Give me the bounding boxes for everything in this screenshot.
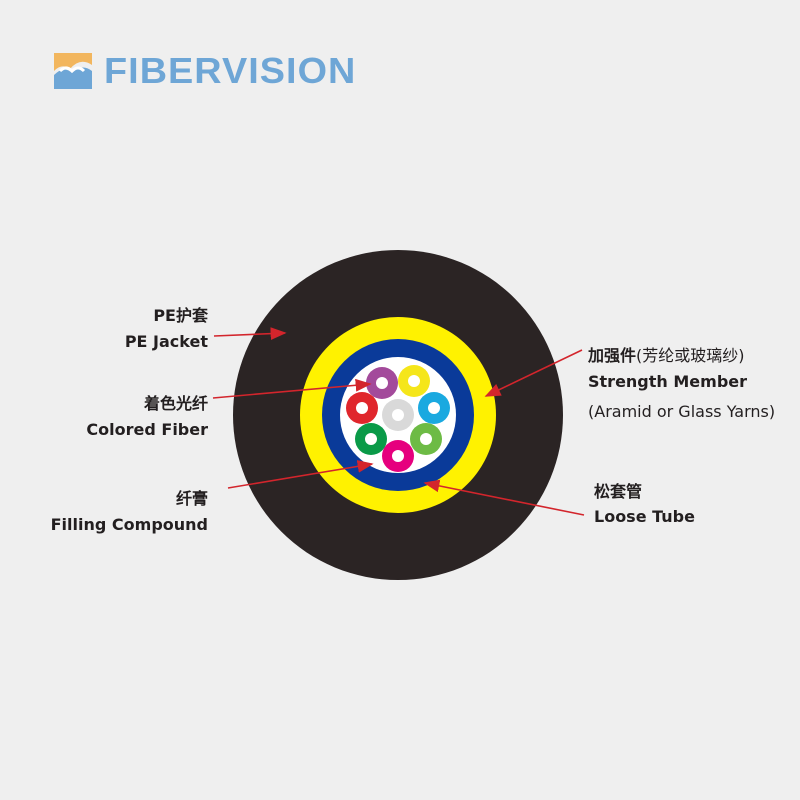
fiber-core [356, 402, 368, 414]
strength-cn-paren: (芳纶或玻璃纱) [636, 346, 745, 365]
label-pe-jacket-cn: PE护套 [153, 306, 208, 325]
fiber-core [376, 377, 388, 389]
label-loose-tube-cn: 松套管 [594, 482, 643, 501]
brand-name: FIBERVISION [104, 50, 357, 91]
arrow-filling-compound [227, 460, 374, 489]
label-colored-fiber-en: Colored Fiber [86, 420, 208, 439]
fiber-core [408, 375, 420, 387]
label-filling-cn: 纤膏 [175, 489, 208, 508]
label-strength-en-sub: (Aramid or Glass Yarns) [588, 402, 776, 421]
fiber-core [428, 402, 440, 414]
arrow-loose-tube [423, 479, 585, 516]
brand-logo: FIBERVISION [50, 50, 355, 92]
fibervision-logo-icon [54, 53, 92, 89]
label-loose-tube-en: Loose Tube [594, 507, 695, 526]
label-strength-cn: 加强件(芳纶或玻璃纱) [588, 342, 745, 366]
label-strength-en: Strength Member [588, 372, 748, 391]
fiber-core [392, 409, 404, 421]
label-filling-en: Filling Compound [50, 515, 208, 534]
fiber-core [420, 433, 432, 445]
arrow-pe-jacket [213, 327, 287, 341]
strength-cn-main: 加强件 [588, 346, 637, 365]
label-colored-fiber-cn: 着色光纤 [143, 394, 208, 413]
fiber-core [392, 450, 404, 462]
fiber-core [365, 433, 377, 445]
arrow-strength-member [484, 349, 583, 397]
label-pe-jacket-en: PE Jacket [124, 332, 208, 351]
arrow-colored-fiber [212, 378, 372, 399]
